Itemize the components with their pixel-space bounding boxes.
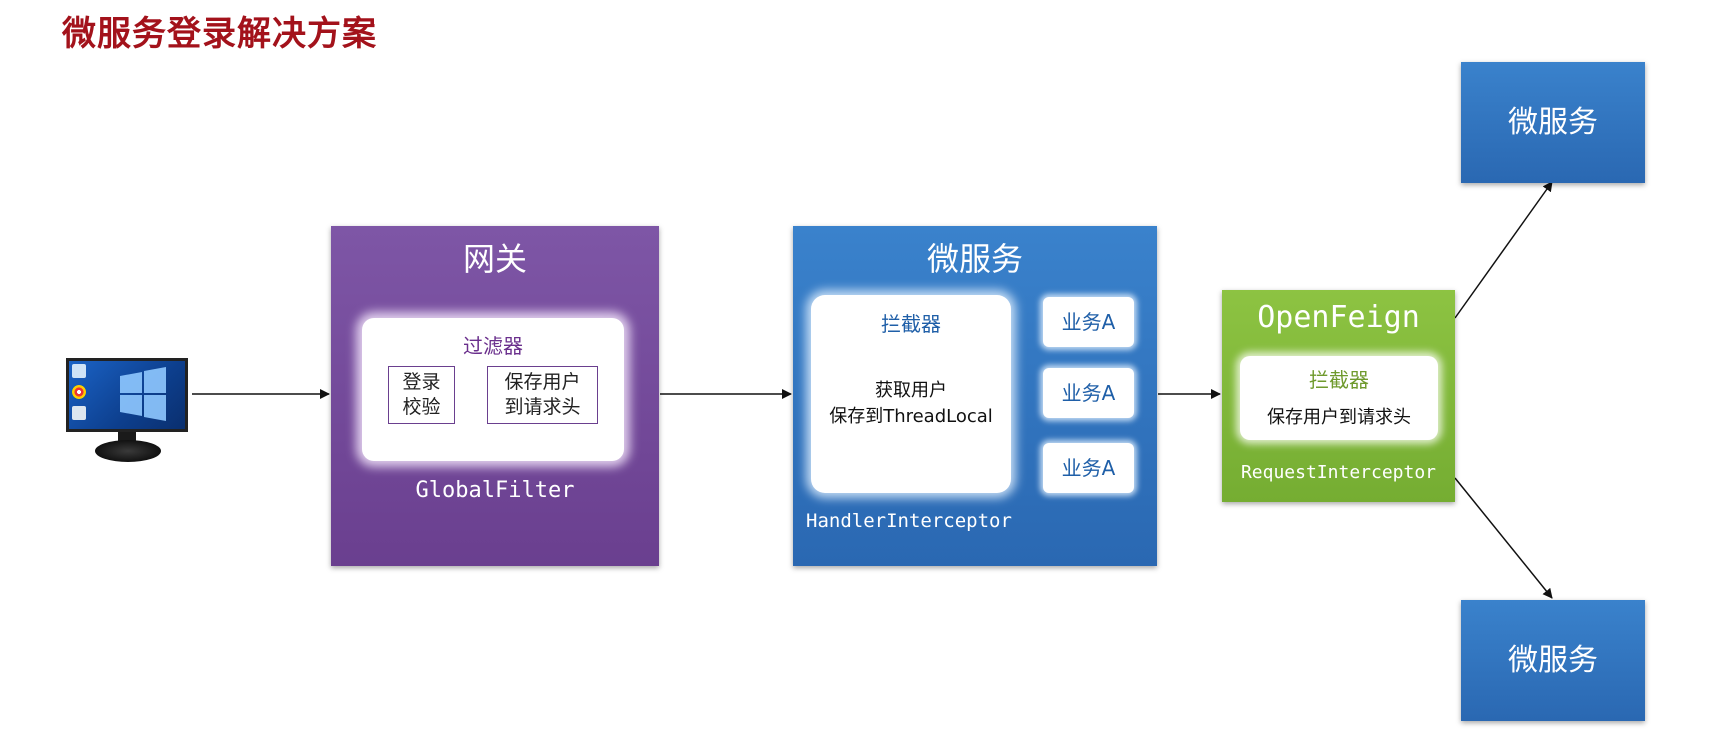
gateway-footer: GlobalFilter <box>415 478 575 503</box>
business-a-box: 业务A <box>1043 297 1134 347</box>
recycle-bin-icon <box>72 406 86 420</box>
arrow-openfeign-to-bottom-service <box>1454 477 1553 599</box>
filter-title: 过滤器 <box>463 334 523 358</box>
save-user-box: 保存用户 到请求头 <box>487 366 598 424</box>
gateway-title: 网关 <box>462 240 527 278</box>
page-title: 微服务登录解决方案 <box>62 14 377 54</box>
save-user-line2: 到请求头 <box>504 396 581 418</box>
downstream-microservice-bottom: 微服务 <box>1461 600 1645 721</box>
microservice-footer: HandlerInterceptor <box>806 510 1012 532</box>
downstream-microservice-top: 微服务 <box>1461 62 1645 183</box>
interceptor-line2: 保存到ThreadLocal <box>829 406 993 427</box>
openfeign-interceptor-title: 拦截器 <box>1309 368 1369 392</box>
openfeign-title: OpenFeign <box>1257 300 1420 335</box>
interceptor-line1: 获取用户 <box>875 380 947 401</box>
handler-interceptor-title: 拦截器 <box>881 312 941 336</box>
browser-icon <box>72 385 86 399</box>
handler-interceptor-text: 获取用户 保存到ThreadLocal <box>811 378 1011 430</box>
openfeign-interceptor-panel <box>1240 356 1438 440</box>
login-check-box: 登录 校验 <box>388 366 455 424</box>
monitor-neck <box>118 432 136 442</box>
desktop-shortcut-icon <box>72 364 86 378</box>
business-a-box: 业务A <box>1043 443 1134 493</box>
login-check-line2: 校验 <box>402 396 441 418</box>
microservice-title: 微服务 <box>926 240 1023 278</box>
business-a-box: 业务A <box>1043 368 1134 418</box>
openfeign-interceptor-text: 保存用户到请求头 <box>1267 407 1411 428</box>
windows-logo-icon <box>120 367 166 421</box>
openfeign-footer: RequestInterceptor <box>1240 462 1437 483</box>
monitor-base <box>95 440 161 462</box>
handler-interceptor-panel <box>811 295 1011 493</box>
save-user-line1: 保存用户 <box>504 371 581 393</box>
arrow-openfeign-to-top-service <box>1454 181 1553 319</box>
login-check-line1: 登录 <box>402 371 441 393</box>
